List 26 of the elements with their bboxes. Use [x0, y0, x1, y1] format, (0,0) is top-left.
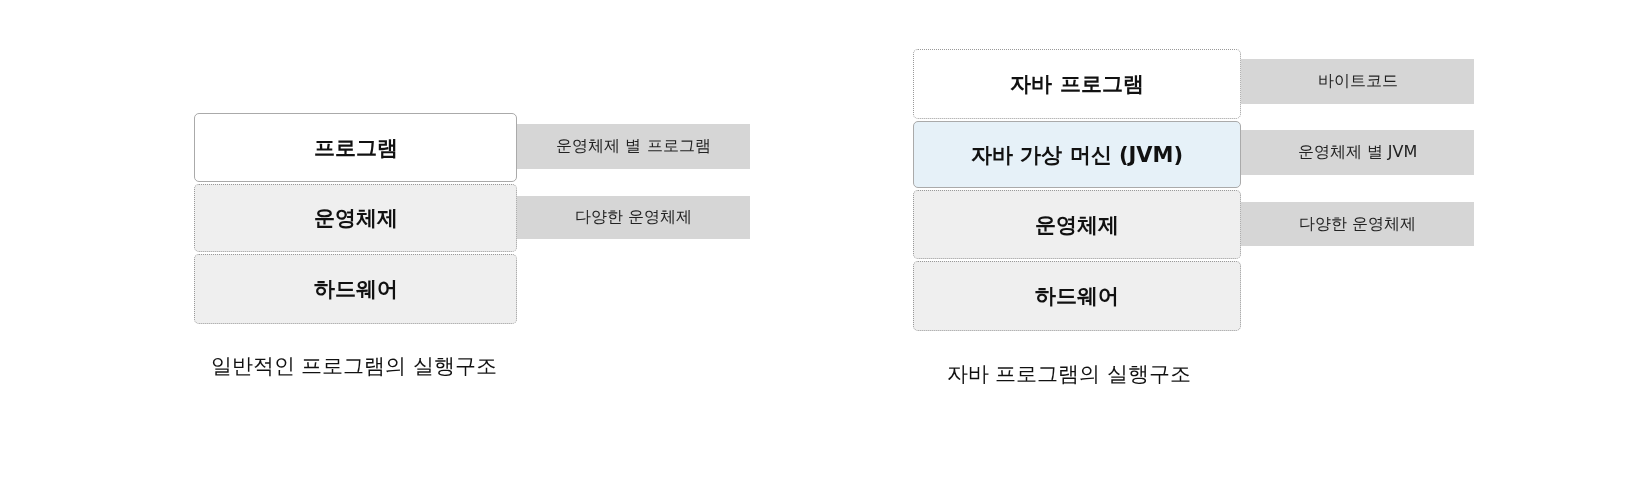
band-label: 운영체제 별 프로그램	[556, 136, 711, 157]
layer-label: 하드웨어	[1035, 283, 1119, 310]
annotation-band	[1241, 59, 1474, 104]
layer-box	[913, 121, 1241, 188]
layer-label: 자바 프로그램	[1010, 71, 1144, 98]
band-label: 바이트코드	[1317, 71, 1398, 92]
layer-box	[194, 113, 517, 182]
layer-box	[913, 190, 1241, 259]
layer-label: 하드웨어	[313, 276, 398, 303]
annotation-band	[1241, 130, 1474, 175]
layer-label: 운영체제	[1035, 211, 1119, 239]
band-label: 운영체제 별 JVM	[1297, 142, 1418, 163]
layer-label: 자바 가상 머신 (JVM)	[970, 141, 1184, 169]
layer-box	[194, 254, 517, 324]
annotation-band	[517, 124, 750, 169]
layer-label: 프로그램	[313, 134, 398, 162]
band-label: 다양한 운영체제	[1298, 213, 1417, 235]
annotation-band	[1241, 202, 1474, 246]
annotation-band	[517, 196, 750, 239]
layer-label: 운영체제	[313, 205, 398, 232]
caption: 일반적인 프로그램의 실행구조	[210, 353, 498, 380]
layer-box	[913, 49, 1241, 119]
caption: 자바 프로그램의 실행구조	[946, 361, 1192, 388]
band-label: 다양한 운영체제	[574, 207, 693, 228]
layer-box	[913, 261, 1241, 331]
layer-box	[194, 184, 517, 252]
